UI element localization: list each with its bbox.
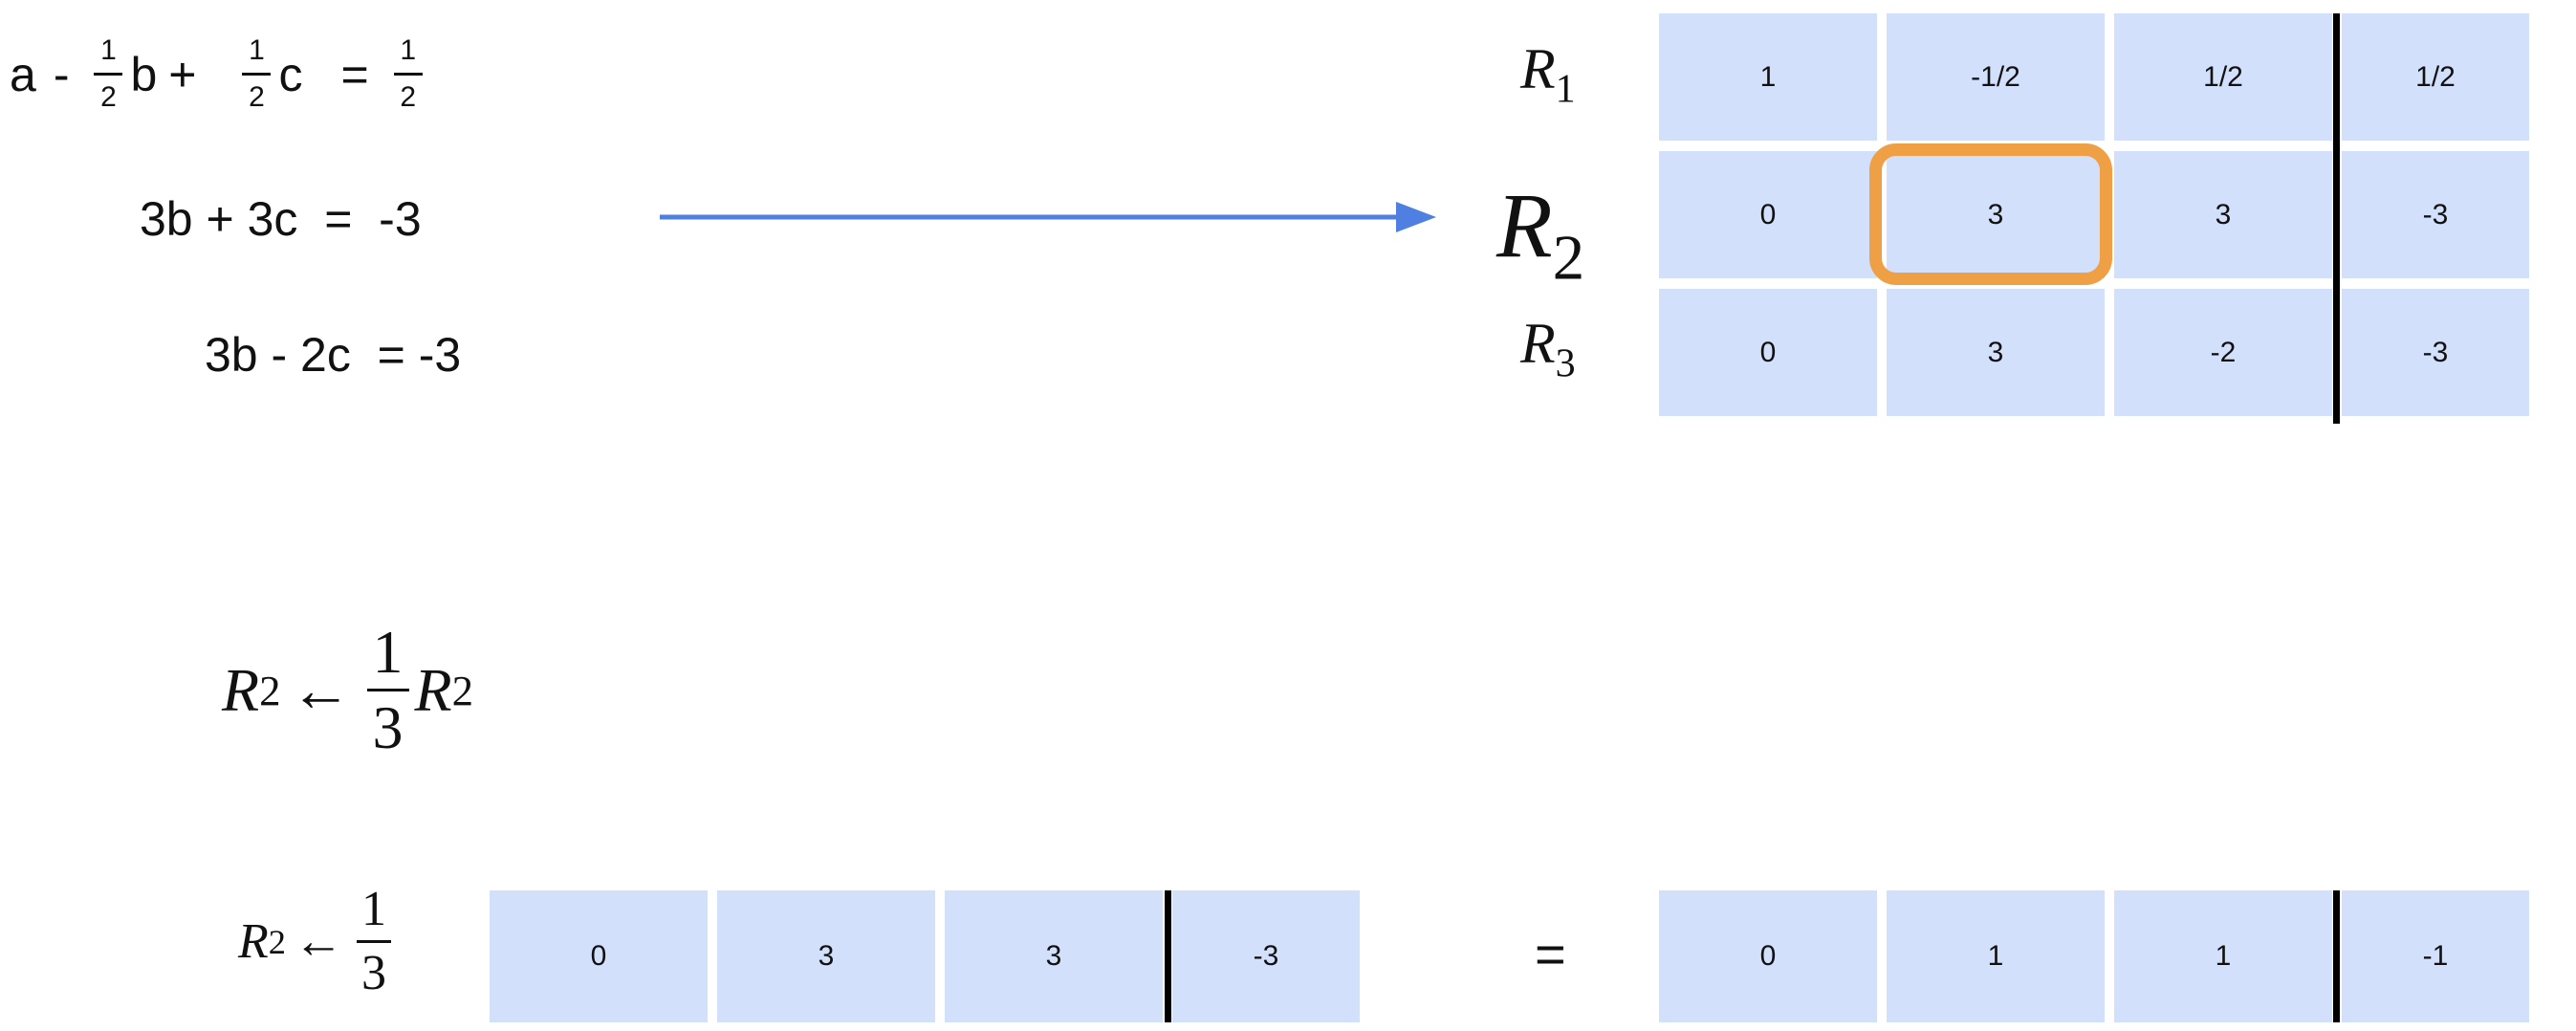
- op-r: R: [222, 655, 260, 724]
- pivot-highlight: [1869, 143, 2112, 285]
- op-sub: 2: [268, 922, 286, 961]
- augment-divider: [1165, 890, 1171, 1022]
- matrix-cell: -1/2: [1887, 13, 2105, 141]
- denominator: 3: [372, 693, 404, 761]
- matrix-cell: 1/2: [2114, 13, 2332, 141]
- equation-3: 3b - 2c = -3: [205, 328, 462, 382]
- augment-divider: [2333, 890, 2340, 1022]
- numerator: 1: [360, 882, 386, 936]
- matrix-cell: -3: [2342, 151, 2529, 278]
- denominator: 2: [400, 81, 417, 113]
- matrix-cell: 0: [1659, 289, 1877, 416]
- matrix-cell: -3: [2342, 289, 2529, 416]
- matrix-cell: 3: [1887, 151, 2105, 278]
- matrix-cell: 3: [717, 890, 935, 1022]
- eq1-equals: =: [340, 47, 369, 101]
- eq1-c: c: [278, 47, 303, 101]
- eq1-plus: +: [168, 47, 197, 101]
- matrix-cell: 1: [1659, 13, 1877, 141]
- numerator: 1: [400, 34, 417, 66]
- equation-2: 3b + 3c = -3: [140, 192, 422, 246]
- row-label-r2: R2: [1496, 174, 1585, 294]
- matrix-cell: 0: [1659, 151, 1877, 278]
- denominator: 3: [360, 946, 386, 1000]
- matrix-cell: 1: [2114, 890, 2332, 1022]
- matrix-cell: 3: [2114, 151, 2332, 278]
- left-arrow-icon: ←: [290, 655, 352, 724]
- eq1-a: a: [10, 47, 36, 101]
- op-r: R: [414, 655, 452, 724]
- matrix-cell: -1: [2342, 890, 2529, 1022]
- denominator: 2: [249, 81, 265, 113]
- matrix-cell: -3: [1172, 890, 1360, 1022]
- matrix-cell: 1/2: [2342, 13, 2529, 141]
- left-arrow-icon: ←: [293, 914, 343, 969]
- op-sub: 2: [451, 666, 473, 714]
- matrix-cell: 0: [1659, 890, 1877, 1022]
- numerator: 1: [100, 34, 117, 66]
- matrix-cell: 3: [945, 890, 1163, 1022]
- op-r: R: [238, 914, 269, 969]
- matrix-cell: 0: [490, 890, 708, 1022]
- denominator: 2: [100, 81, 117, 113]
- equals-sign: =: [1535, 924, 1566, 984]
- row-label-r3: R3: [1520, 312, 1576, 386]
- matrix-cell: 3: [1887, 289, 2105, 416]
- matrix-cell: -2: [2114, 289, 2332, 416]
- eq1-minus: -: [53, 47, 70, 101]
- matrix-cell: 1: [1887, 890, 2105, 1022]
- row-label-r1: R1: [1520, 37, 1576, 112]
- op-sub: 2: [259, 666, 281, 714]
- numerator: 1: [372, 618, 404, 686]
- arrow-right-icon: [660, 202, 1436, 232]
- augment-divider: [2333, 13, 2340, 424]
- eq1-b: b: [130, 47, 158, 101]
- numerator: 1: [249, 34, 265, 66]
